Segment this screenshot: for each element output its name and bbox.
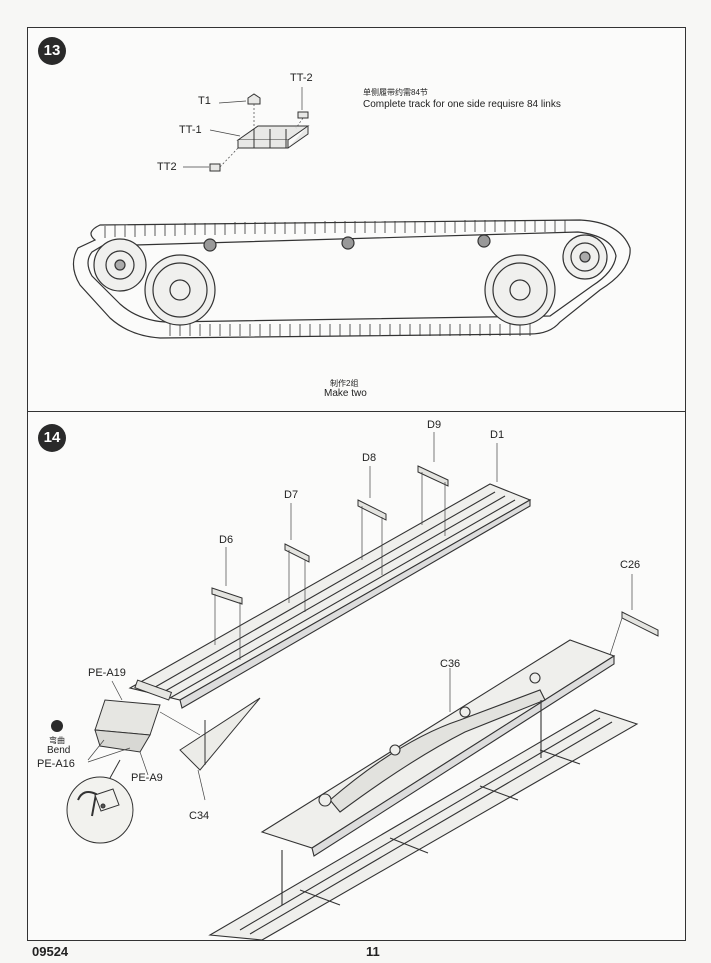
note-zh: 单侧履带约需84节 xyxy=(363,88,428,97)
part-label-d6: D6 xyxy=(219,534,234,546)
bend-icon xyxy=(51,720,63,732)
part-label-c36: C36 xyxy=(440,658,461,670)
part-label-tt2: TT2 xyxy=(157,161,177,173)
part-label-c26: C26 xyxy=(620,559,641,571)
part-label-pe-a19: PE-A19 xyxy=(88,667,126,679)
part-label-c34: C34 xyxy=(189,810,210,822)
part-label-t1: T1 xyxy=(198,95,211,107)
part-label-pe-a9: PE-A9 xyxy=(131,772,163,784)
part-label-d1: D1 xyxy=(490,429,505,441)
part-label-tt1: TT-1 xyxy=(179,124,202,136)
catalog-code: 09524 xyxy=(32,944,69,959)
step-13-panel xyxy=(27,27,686,413)
make-two-zh: 制作2组 xyxy=(330,379,359,388)
make-two-en: Make two xyxy=(324,388,367,399)
step-14-number: 14 xyxy=(38,424,66,452)
bend-en: Bend xyxy=(47,745,71,756)
part-label-d9: D9 xyxy=(427,419,442,431)
page-number: 11 xyxy=(366,944,380,959)
part-label-d8: D8 xyxy=(362,452,377,464)
note-en: Complete track for one side requisre 84 … xyxy=(363,99,561,110)
part-label-tt2-dash: TT-2 xyxy=(290,72,313,84)
part-label-pe-a16: PE-A16 xyxy=(37,758,75,770)
part-label-d7: D7 xyxy=(284,489,299,501)
step-13-number: 13 xyxy=(38,37,66,65)
bend-zh: 弯曲 xyxy=(49,736,65,745)
